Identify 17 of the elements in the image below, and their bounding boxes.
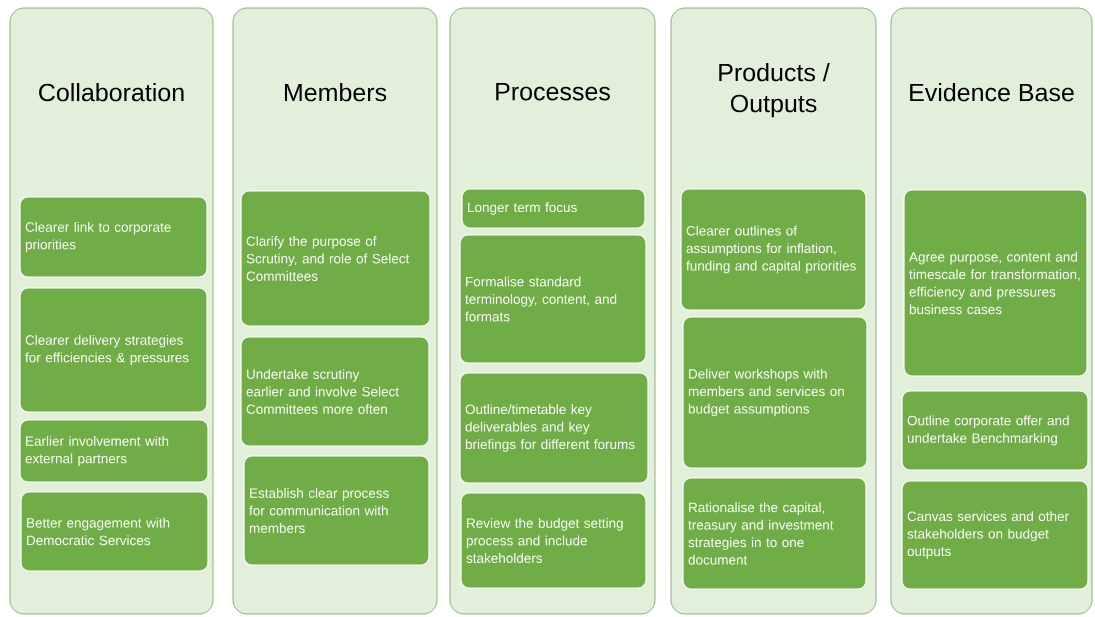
- action-box: Agree purpose, content and timescale for transformation, efficiency and pressures business cases: [903, 189, 1088, 377]
- action-box: Clarify the purpose of Scrutiny, and role of Select Committees: [240, 190, 431, 327]
- action-box: Outline/timetable key deliverables and key briefings for different forums: [459, 372, 649, 484]
- action-box: Clearer outlines of assumptions for inflation, funding and capital priorities: [680, 188, 867, 311]
- action-box: Establish clear process for communication with members: [243, 455, 430, 566]
- action-box: Deliver workshops with members and services on budget assumptions: [682, 316, 868, 469]
- action-box: Clearer link to corporate priorities: [19, 196, 208, 278]
- action-box: Longer term focus: [461, 188, 646, 229]
- action-box: Canvas services and other stakeholders on budget outputs: [901, 480, 1089, 590]
- action-box: Better engagement with Democratic Services: [20, 491, 209, 572]
- action-box: Rationalise the capital, treasury and investment strategies in to one document: [682, 477, 867, 590]
- action-box: Review the budget setting process and include stakeholders: [460, 492, 647, 589]
- action-box: Formalise standard terminology, content, and formats: [459, 234, 647, 364]
- action-box: Clearer delivery strategies for efficiencies & pressures: [19, 287, 208, 413]
- action-box: Earlier involvement with external partners: [19, 419, 209, 483]
- action-box: Outline corporate offer and undertake Benchmarking: [901, 390, 1089, 471]
- action-box: Undertake scrutiny earlier and involve Select Committees more often: [240, 336, 430, 447]
